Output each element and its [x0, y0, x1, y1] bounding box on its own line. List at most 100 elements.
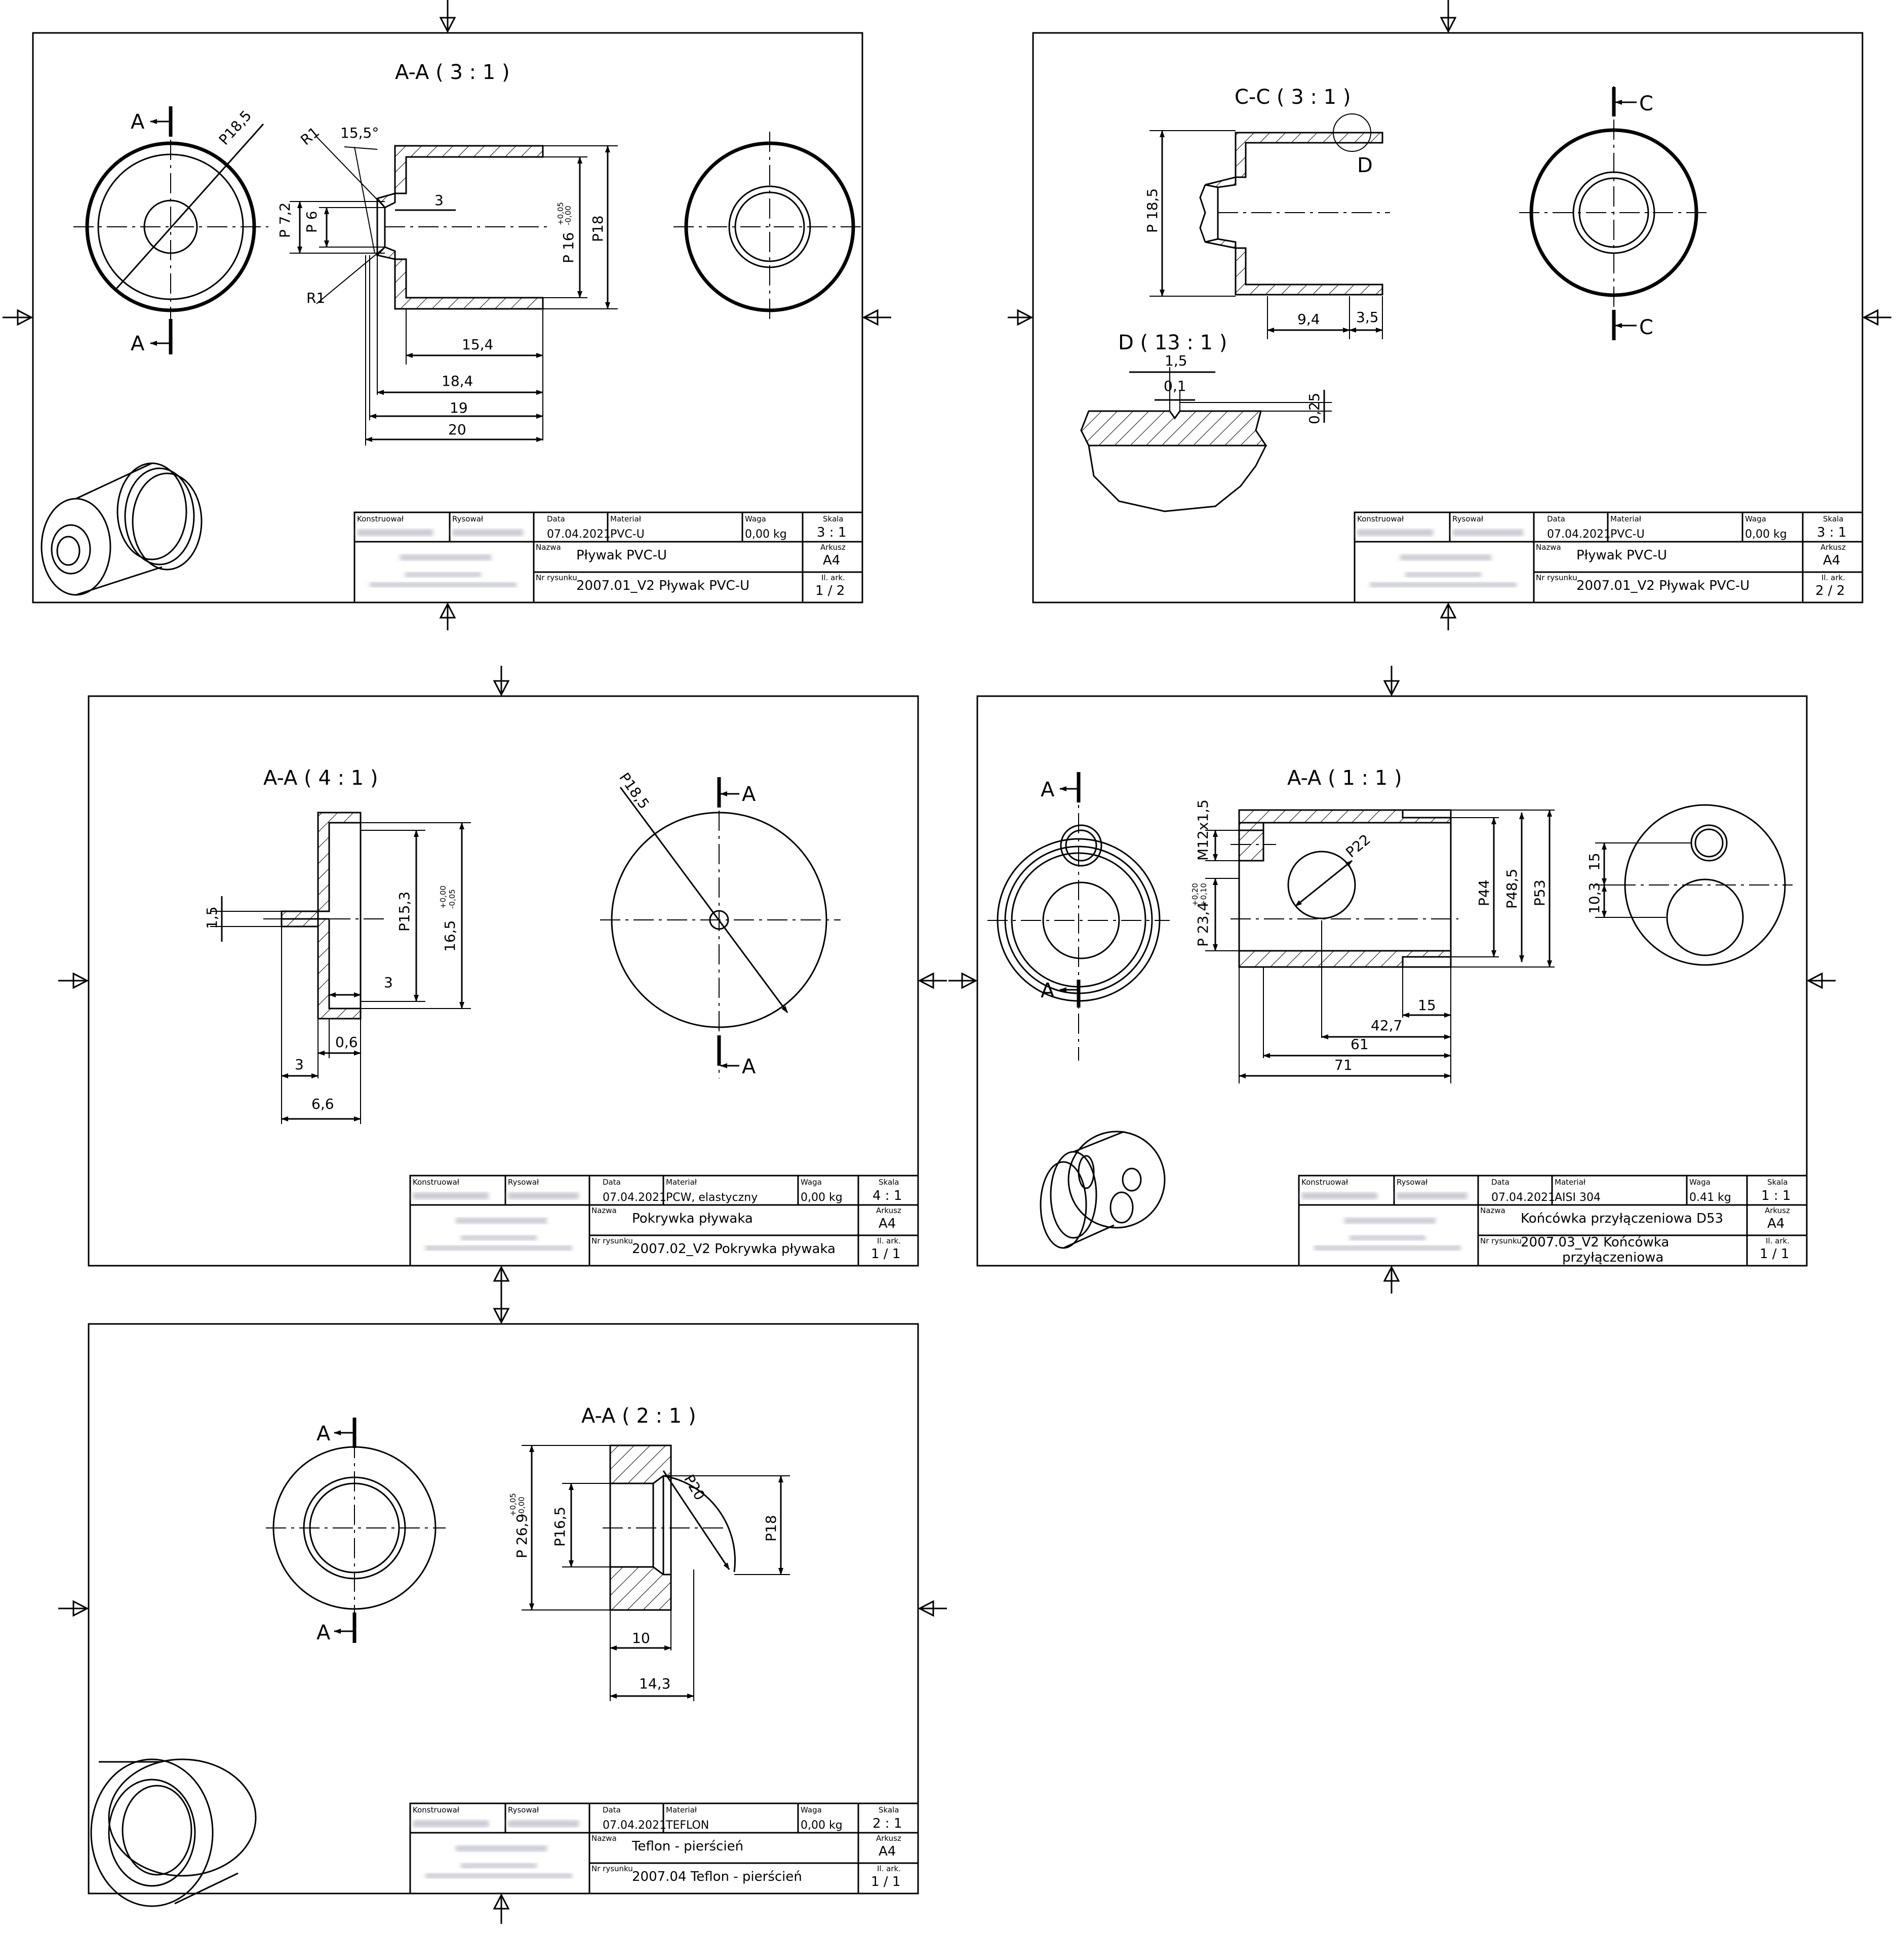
tb-weight-label: Waga: [745, 514, 766, 523]
sheet-4: A A A-A ( 1 : 1 ) P22 M12x1,5 P 23,4: [948, 666, 1836, 1294]
tb-material-label: Materiał: [1555, 1178, 1586, 1187]
cut-label-bottom: A: [131, 332, 145, 355]
dim-d153: P15,3: [396, 892, 413, 932]
cut-label-bottom: A: [316, 1621, 331, 1644]
title-block: Konstruował Rysował Data Materiał Waga S…: [409, 1175, 919, 1267]
dim-d18: P18: [763, 1515, 779, 1542]
view-title: A-A ( 2 : 1 ): [581, 1404, 696, 1428]
centering-mark-left: [3, 309, 33, 326]
front-view: A A: [987, 772, 1170, 1061]
tb-date: 07.04.2021: [547, 528, 611, 541]
dim-d165-tol-up: +0,00: [439, 885, 448, 909]
dim-427: 42,7: [1371, 1017, 1402, 1034]
tb-format-label: Arkusz: [1820, 543, 1846, 552]
tb-sheet-count: 1 / 1: [871, 1874, 900, 1889]
dim-d269-tol-lo: -0,00: [517, 1497, 526, 1516]
detail-callout: D: [1357, 154, 1373, 177]
tb-format-label: Arkusz: [876, 1834, 901, 1843]
tb-designer-label: Konstruował: [357, 514, 404, 523]
dim-15h: 15: [1418, 997, 1436, 1014]
tb-format: A4: [879, 1844, 896, 1859]
tb-weight-label: Waga: [801, 1178, 822, 1187]
tb-name-label: Nazwa: [1480, 1206, 1505, 1215]
tb-date-label: Data: [547, 514, 565, 523]
dim-d16-tol-up: +0,05: [556, 202, 565, 225]
dim-r1-bottom: R1: [306, 290, 325, 306]
tb-date: 07.04.2021: [1491, 1191, 1555, 1204]
dim-3: 3: [434, 192, 444, 209]
cut-label-top: A: [316, 1422, 331, 1445]
cut-label-top: A: [131, 110, 145, 134]
tb-name: Pływak PVC-U: [1576, 548, 1667, 563]
tb-scale-label: Skala: [879, 1805, 899, 1815]
front-view: A A P18,5: [73, 106, 268, 355]
dim-d6: P 6: [303, 211, 320, 233]
tb-weight-label: Waga: [801, 1805, 822, 1815]
tb-format: A4: [1823, 553, 1840, 568]
side-view: 15 10,3: [1586, 804, 1793, 966]
tb-name: Końcówka przyłączeniowa D53: [1521, 1211, 1723, 1226]
dim-d165-tol-lo: -0,05: [448, 889, 457, 909]
dim-143: 14,3: [639, 1675, 670, 1692]
tb-sheets-label: Il. ark.: [1766, 1236, 1790, 1245]
tb-weight: 0,00 kg: [745, 528, 787, 541]
dim-d72: P 7,2: [276, 203, 293, 238]
tb-name-label: Nazwa: [1536, 543, 1561, 552]
tb-sheet-count: 1 / 1: [1760, 1246, 1789, 1262]
tb-drawingno-label: Nr rysunku: [591, 1864, 633, 1873]
detail-view: D ( 13 : 1 ) 1,5 0,1 0,25: [1080, 331, 1332, 512]
dim-184: 18,4: [442, 373, 473, 389]
tb-scale: 1 : 1: [1761, 1188, 1791, 1203]
sheet-2: C-C ( 3 : 1 ) D P 18,5 9,4 3,5: [1008, 0, 1891, 630]
dim-d185: P 18,5: [1144, 188, 1161, 233]
tb-sheet-count: 2 / 2: [1815, 583, 1845, 598]
tb-drawingno-label: Nr rysunku: [1480, 1236, 1522, 1245]
tb-material: PVC-U: [1610, 528, 1645, 541]
tb-scale: 3 : 1: [817, 525, 846, 540]
tb-drawingno-label: Nr rysunku: [591, 1236, 633, 1245]
tb-material: PCW, elastyczny: [666, 1191, 758, 1204]
sheet-border: [1032, 32, 1863, 603]
iso-view: [41, 462, 203, 596]
tb-material-label: Materiał: [666, 1178, 697, 1187]
view-title: A-A ( 1 : 1 ): [1287, 767, 1402, 790]
tb-weight: 0,00 kg: [1745, 528, 1787, 541]
tb-format-label: Arkusz: [820, 543, 846, 552]
dim-d485: P48,5: [1503, 869, 1520, 909]
tb-drawingno-label: Nr rysunku: [1536, 573, 1577, 582]
dim-radius: P18,5: [216, 107, 255, 148]
tb-designer-label: Konstruował: [1357, 514, 1404, 523]
view-title: C-C ( 3 : 1 ): [1235, 86, 1351, 109]
dim-d234-tol-up: +0,20: [1191, 883, 1200, 906]
tb-date-label: Data: [1547, 514, 1565, 523]
cut-label-bottom: A: [1041, 979, 1055, 1002]
dim-154: 15,4: [462, 336, 493, 353]
iso-view: [1040, 1131, 1166, 1249]
dim-15: 1,5: [204, 906, 220, 929]
dim-66: 6,6: [311, 1096, 334, 1112]
tb-material-label: Materiał: [610, 514, 642, 523]
sheet-5: A A A-A ( 2 : 1 ) P20 P 26,9 +0,05 -0,00…: [58, 1294, 947, 1924]
view-title: A-A ( 4 : 1 ): [263, 767, 378, 790]
dim-71: 71: [1334, 1057, 1353, 1073]
dim-06: 0,6: [335, 1034, 358, 1051]
dim-angle: 15,5°: [340, 125, 379, 141]
tb-date: 07.04.2021: [603, 1819, 666, 1832]
tb-scale: 4 : 1: [872, 1188, 902, 1203]
dim-d53: P53: [1531, 879, 1548, 906]
tb-sheets-label: Il. ark.: [821, 573, 845, 582]
section-view: A-A ( 1 : 1 ) P22 M12x1,5 P 23,4 +0,20 +…: [1191, 767, 1555, 1083]
tb-designer-label: Konstruował: [413, 1178, 460, 1187]
tb-material: PVC-U: [610, 528, 645, 541]
tb-drawer-label: Rysował: [1452, 514, 1484, 523]
tb-drawing-no: 2007.02_V2 Pokrywka pływaka: [632, 1241, 836, 1257]
dim-d269: P 26,9: [513, 1514, 530, 1558]
dim-3b: 3: [295, 1056, 304, 1073]
tb-material: AISI 304: [1555, 1191, 1601, 1204]
tb-drawing-no: 2007.01_V2 Pływak PVC-U: [576, 578, 749, 593]
cut-label-top: A: [1041, 778, 1055, 801]
tb-date-label: Data: [603, 1178, 621, 1187]
section-view: A-A ( 3 : 1 ) P 7,2 P 6 3 R1 R1: [276, 61, 618, 446]
title-block: Konstruował Rysował Data Materiał Waga S…: [1298, 1175, 1808, 1267]
